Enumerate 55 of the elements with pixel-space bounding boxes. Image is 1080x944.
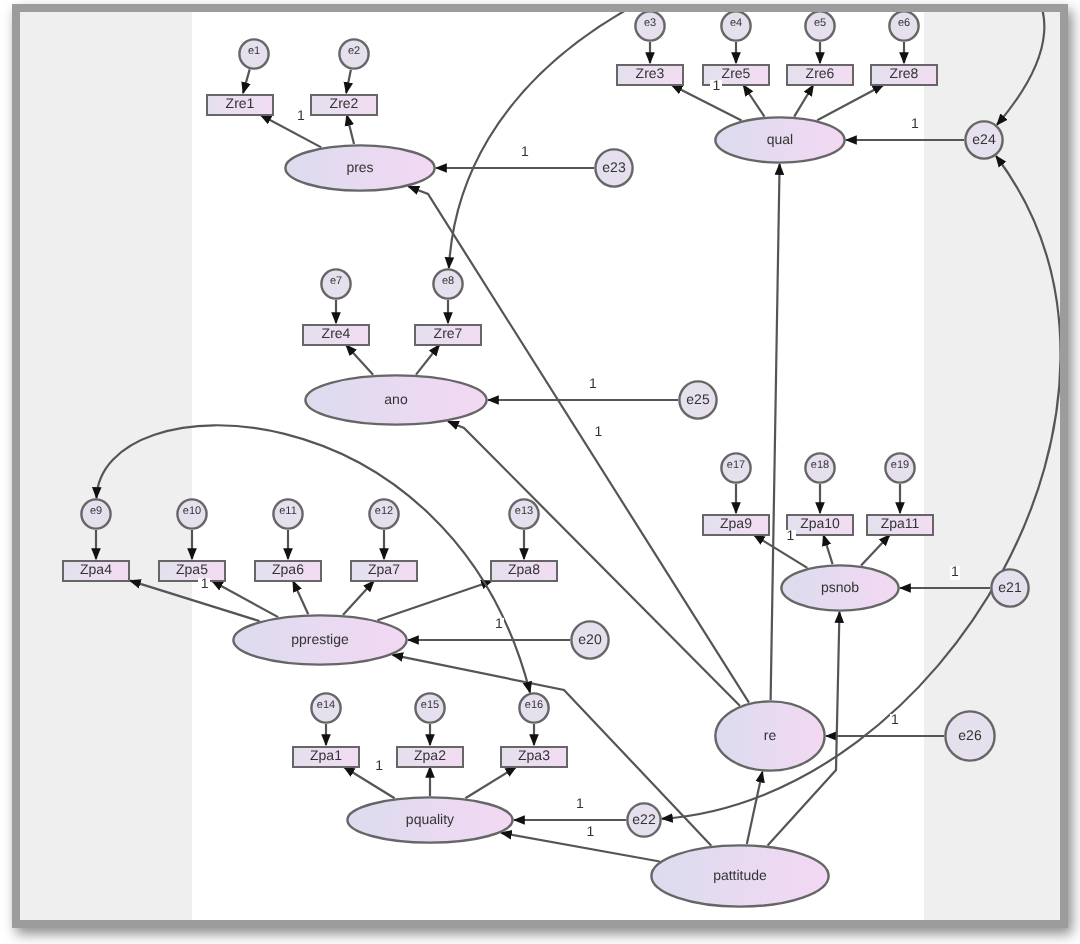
arrow — [898, 583, 990, 593]
arrow — [259, 114, 322, 149]
arrow — [342, 580, 375, 616]
arrow — [670, 84, 743, 122]
arrow — [769, 162, 785, 700]
arrow — [486, 395, 678, 405]
arrow — [377, 579, 494, 622]
arrow — [91, 530, 101, 561]
arrow — [822, 533, 834, 565]
arrow — [128, 579, 260, 623]
arrow — [731, 484, 741, 515]
arrow — [512, 815, 626, 825]
arrow — [283, 530, 293, 561]
arrow — [321, 724, 331, 747]
arrow — [343, 69, 353, 95]
arrow — [816, 84, 885, 122]
arrow — [425, 765, 435, 796]
arrow — [464, 766, 518, 800]
arrow — [434, 163, 594, 173]
arrow — [499, 830, 660, 863]
arrow — [844, 135, 964, 145]
arrow — [379, 530, 389, 561]
covariance-arrow — [446, 12, 1044, 270]
arrow — [752, 534, 808, 569]
arrow — [443, 300, 453, 325]
arrow — [406, 635, 570, 645]
arrow — [344, 113, 356, 145]
arrow — [745, 770, 765, 845]
arrow — [766, 610, 845, 847]
arrow — [742, 84, 766, 118]
covariance-arrow — [660, 154, 1060, 822]
arrow — [292, 579, 310, 615]
arrow — [345, 344, 374, 376]
arrow — [415, 344, 441, 376]
covariance-arrow — [94, 425, 532, 694]
arrow — [211, 580, 279, 619]
arrow — [446, 420, 741, 707]
arrow — [815, 484, 825, 515]
arrow — [529, 724, 539, 747]
arrow — [425, 724, 435, 747]
arrow — [860, 534, 891, 567]
arrow — [519, 530, 529, 561]
arrow — [731, 42, 741, 65]
arrow — [895, 484, 905, 515]
arrow — [824, 731, 944, 741]
arrow — [187, 530, 197, 561]
arrow — [241, 69, 251, 95]
arrow — [331, 300, 341, 325]
arrow — [793, 83, 815, 118]
arrow — [645, 42, 655, 65]
arrow — [407, 185, 750, 704]
arrow — [342, 766, 396, 800]
arrow — [391, 652, 713, 847]
arrow — [815, 42, 825, 65]
arrow — [899, 42, 909, 65]
